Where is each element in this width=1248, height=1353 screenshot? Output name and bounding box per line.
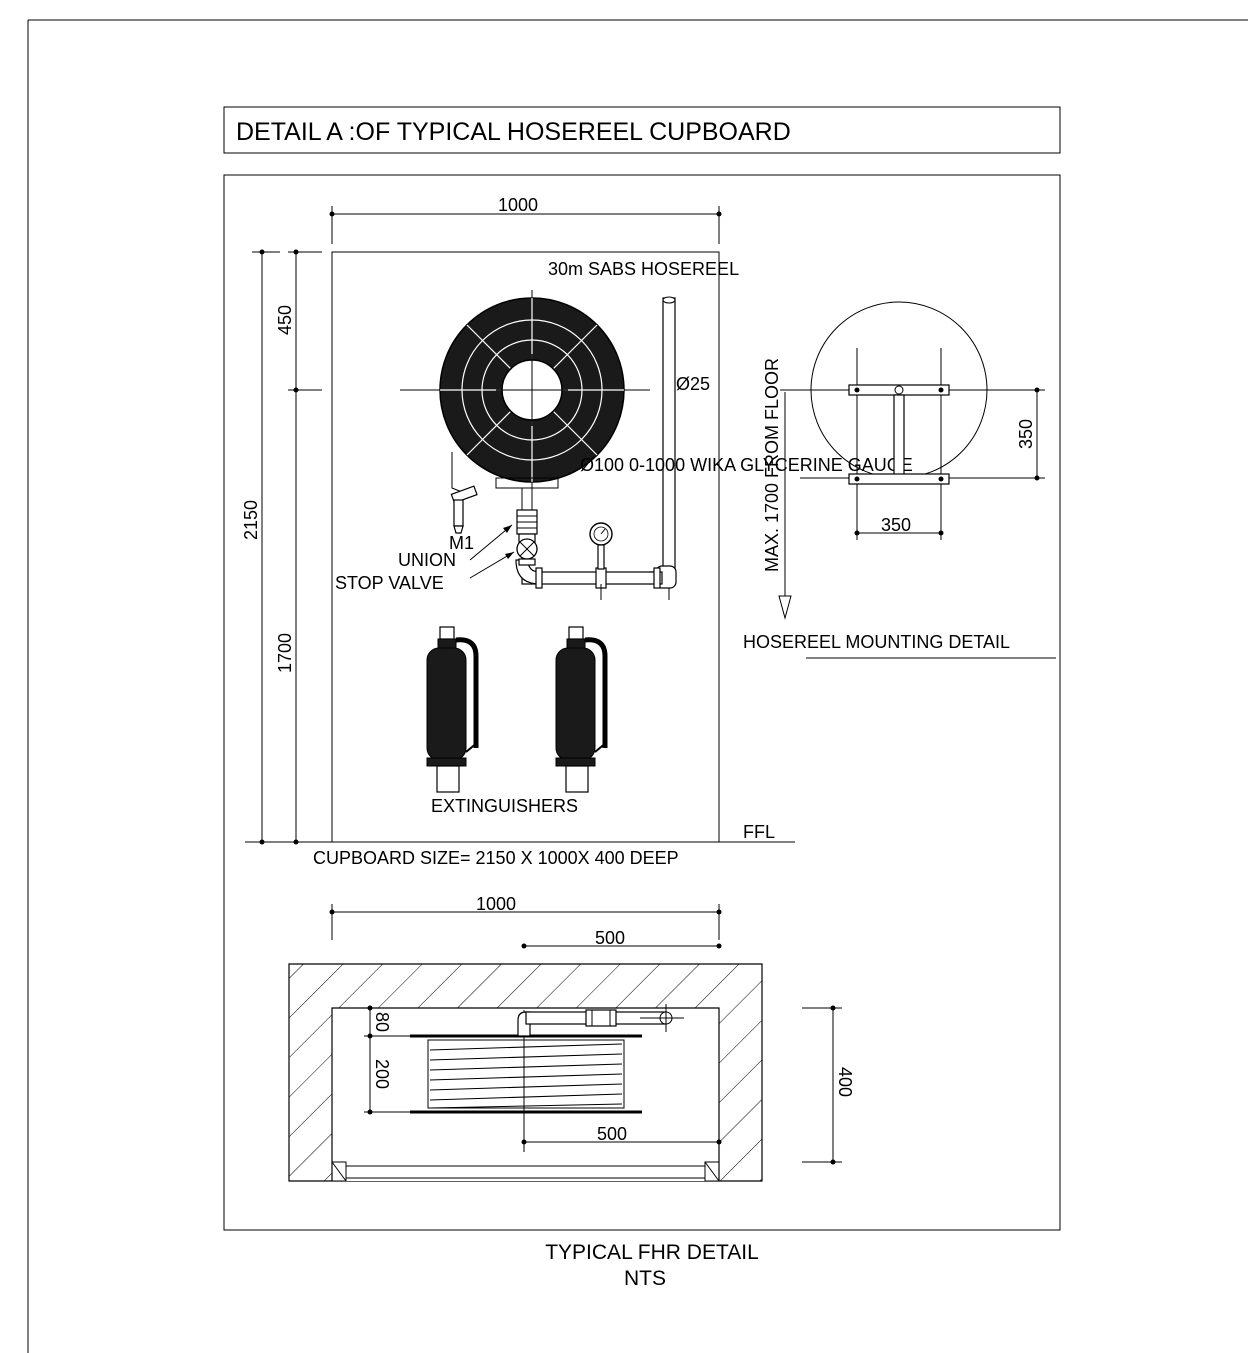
pressure-gauge [589, 522, 613, 570]
gauge-label: Ø100 0-1000 WIKA GLYCERINE GAUGE [580, 455, 913, 475]
elevation-width-label: 1000 [498, 195, 538, 215]
plan-half-bottom-label: 500 [597, 1124, 627, 1144]
plan-width-label: 1000 [476, 894, 516, 914]
mounting-caption: HOSEREEL MOUNTING DETAIL [743, 632, 1010, 652]
extinguisher-right [555, 626, 608, 793]
extinguisher-left [426, 626, 479, 793]
mounting-height-label: 350 [1016, 419, 1036, 449]
extinguishers-label: EXTINGUISHERS [431, 796, 578, 816]
upper-height-label: 450 [275, 305, 295, 335]
elevation-width-dimension: 1000 [329, 195, 722, 244]
cupboard-elevation: 1000 2150 450 1700 FFL CUPBOARD SIZE= 21… [241, 195, 913, 868]
pipe-diameter-label: Ø25 [676, 374, 710, 394]
valve-assembly [516, 488, 538, 566]
lower-height-label: 1700 [275, 633, 295, 673]
split-height-dimension: 450 1700 [275, 249, 322, 845]
ffl-label: FFL [743, 822, 775, 842]
union-label: UNION [398, 550, 456, 570]
hose-nozzle [450, 485, 478, 534]
plan-half-top-label: 500 [595, 928, 625, 948]
total-height-dimension: 2150 [241, 249, 280, 845]
plan-80-label: 80 [372, 1012, 392, 1032]
mounting-width-label: 350 [881, 515, 911, 535]
cupboard-plan: 1000 500 [288, 894, 855, 1182]
cupboard-size-label: CUPBOARD SIZE= 2150 X 1000X 400 DEEP [313, 848, 679, 868]
horizontal-pipe [515, 559, 663, 600]
footer: TYPICAL FHR DETAIL NTS [545, 1241, 759, 1290]
plan-200-label: 200 [372, 1059, 392, 1089]
riser-pipe [649, 296, 677, 600]
sheet-border [27, 19, 1248, 1353]
detail-frame [223, 174, 1061, 1231]
mounting-detail: 350 350 MAX. 1700 FROM FLOOR HOSEREEL MO… [743, 301, 1056, 659]
m1-label: M1 [449, 533, 474, 553]
hosereel-label: 30m SABS HOSEREEL [548, 259, 739, 279]
title-box: DETAIL A :OF TYPICAL HOSEREEL CUPBOARD [223, 106, 1061, 154]
footer-scale: NTS [624, 1267, 666, 1290]
plan-depth-label: 400 [835, 1067, 855, 1097]
hosereel-drum [400, 290, 650, 497]
total-height-label: 2150 [241, 500, 261, 540]
max-height-label: MAX. 1700 FROM FLOOR [762, 358, 782, 572]
stop-valve-label: STOP VALVE [335, 573, 444, 593]
footer-title: TYPICAL FHR DETAIL [545, 1241, 759, 1264]
label-leaders [469, 524, 515, 579]
plan-pipe [517, 1004, 684, 1037]
drawing-title: DETAIL A :OF TYPICAL HOSEREEL CUPBOARD [236, 118, 791, 146]
